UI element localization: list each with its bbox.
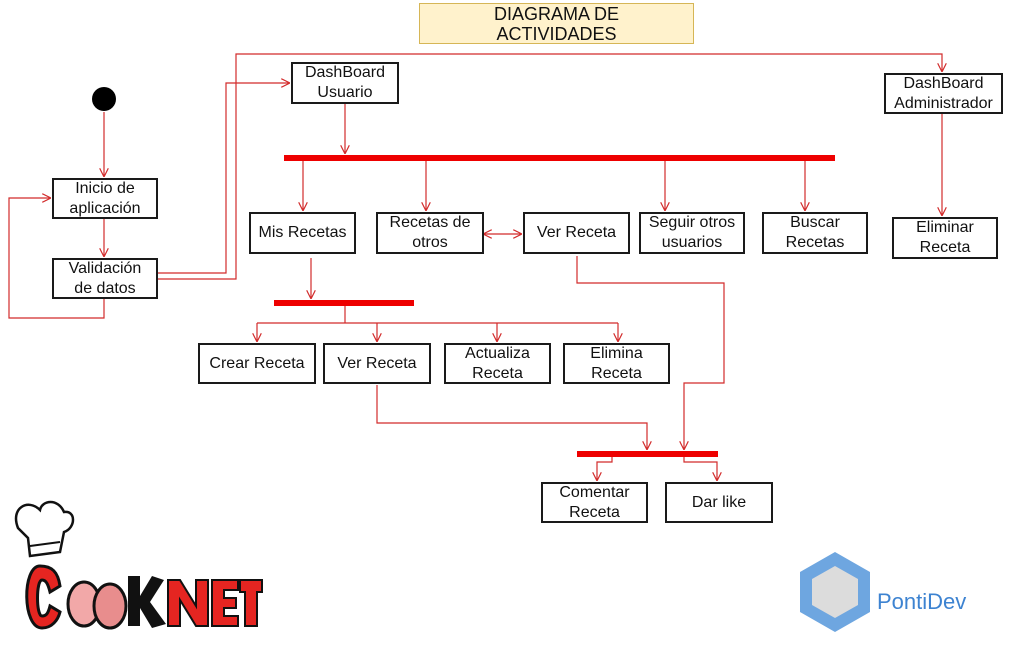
chef-hat-icon [14, 500, 75, 558]
pontidev-logo-text: PontiDev [877, 589, 967, 614]
seguir-otros-usuarios-node[interactable]: Seguir otros usuarios [639, 212, 745, 254]
dashboard-usuario-node[interactable]: DashBoard Usuario [291, 62, 399, 104]
inicio-aplicacion-node[interactable]: Inicio de aplicación [52, 178, 158, 219]
buscar-recetas-node[interactable]: Buscar Recetas [762, 212, 868, 254]
arrow-bar3-to-comentar [597, 457, 613, 480]
arrow-validacion-to-dash-usuario [158, 83, 289, 274]
connector-arrows [8, 53, 942, 480]
pontidev-logo [800, 552, 870, 632]
cooknet-logo [14, 500, 263, 630]
arrow-validacion-to-dash-admin [158, 53, 942, 280]
arrow-bar3-to-like [683, 457, 717, 480]
recetas-de-otros-node[interactable]: Recetas de otros [376, 212, 484, 254]
validacion-datos-node[interactable]: Validación de datos [52, 258, 158, 299]
ver-receta-sub-node[interactable]: Ver Receta [323, 343, 431, 384]
start-node [92, 87, 116, 111]
arrow-ver-receta-top-to-bar3 [576, 256, 725, 449]
crear-receta-node[interactable]: Crear Receta [198, 343, 316, 384]
fork-bar-mis-recetas [274, 300, 414, 306]
mis-recetas-node[interactable]: Mis Recetas [249, 212, 356, 254]
dashboard-administrador-node[interactable]: DashBoard Administrador [884, 73, 1003, 114]
fork-bar-interactions [577, 451, 718, 457]
ver-receta-top-node[interactable]: Ver Receta [523, 212, 630, 254]
elimina-receta-node[interactable]: Elimina Receta [563, 343, 670, 384]
fork-bar-dashboard [284, 155, 835, 161]
comentar-receta-node[interactable]: Comentar Receta [541, 482, 648, 523]
diagram-title: DIAGRAMA DE ACTIVIDADES [419, 3, 694, 44]
actualiza-receta-node[interactable]: Actualiza Receta [444, 343, 551, 384]
arrow-ver-receta-sub-to-bar3 [376, 385, 647, 449]
eliminar-receta-admin-node[interactable]: Eliminar Receta [892, 217, 998, 259]
dar-like-node[interactable]: Dar like [665, 482, 773, 523]
arrow-validacion-loop [8, 198, 105, 319]
